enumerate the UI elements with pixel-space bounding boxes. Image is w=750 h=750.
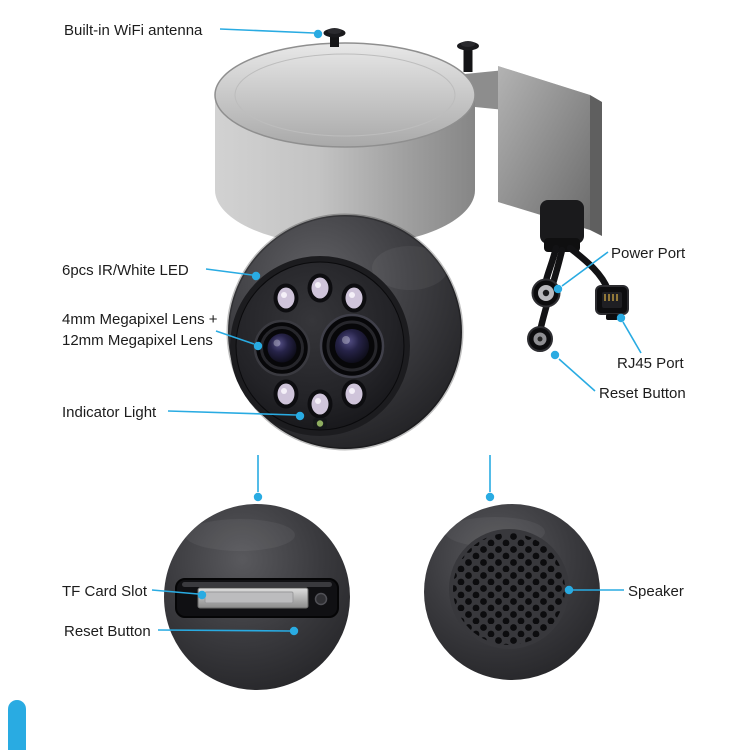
callout-dot-speaker — [564, 585, 574, 595]
callout-line-indicator — [167, 410, 297, 416]
lens-12mm — [319, 313, 385, 379]
callout-dot-tf-card — [197, 590, 207, 600]
callout-line-reset-bottom — [157, 629, 291, 632]
label-power-port: Power Port — [611, 245, 686, 262]
callout-dot-wifi-antenna — [313, 29, 323, 39]
callout-line-ir-led — [205, 268, 253, 276]
camera-body — [214, 42, 476, 246]
label-reset-button-side: Reset Button — [599, 385, 686, 402]
ir-white-leds — [273, 273, 367, 419]
callout-dot-indicator — [295, 411, 305, 421]
callout-line-lens — [215, 330, 255, 345]
callout-dot-lens — [253, 341, 263, 351]
corner-accent-bar — [8, 700, 26, 750]
callout-line-reset-side — [558, 358, 596, 392]
zoom-dot-right — [485, 492, 495, 502]
callout-lines — [151, 28, 642, 632]
zoom-dot-left — [253, 492, 263, 502]
rj45-connector — [595, 285, 629, 320]
callout-dot-reset-side — [550, 350, 560, 360]
speaker-detail — [424, 504, 600, 680]
callout-line-power-port — [561, 251, 609, 287]
tf-card-slot-detail — [164, 504, 350, 690]
label-rj45-port: RJ45 Port — [617, 355, 684, 372]
callout-line-rj45 — [622, 321, 642, 354]
label-tf-card-slot: TF Card Slot — [62, 583, 148, 600]
wifi-antenna-connectors — [323, 28, 479, 72]
power-port-connector — [531, 278, 561, 308]
indicator-light — [313, 418, 327, 429]
label-wifi-antenna: Built-in WiFi antenna — [64, 22, 203, 39]
label-megapixel-lens: 4mm Megapixel Lens + 12mm Megapixel Lens — [62, 311, 218, 349]
callout-line-tf-card — [151, 589, 199, 595]
label-indicator-light: Indicator Light — [62, 404, 157, 421]
callout-dot-rj45 — [616, 313, 626, 323]
callout-line-wifi-antenna — [219, 28, 315, 34]
callout-dot-power-port — [553, 284, 563, 294]
reset-pigtail-connector — [527, 326, 553, 352]
callout-dot-ir-led — [251, 271, 261, 281]
label-ir-white-led: 6pcs IR/White LED — [62, 262, 189, 279]
callout-dot-reset-bottom — [289, 626, 299, 636]
label-reset-button-bottom: Reset Button — [64, 623, 151, 640]
lens-4mm — [253, 319, 311, 377]
label-speaker: Speaker — [628, 583, 684, 600]
callout-dots — [197, 29, 626, 636]
